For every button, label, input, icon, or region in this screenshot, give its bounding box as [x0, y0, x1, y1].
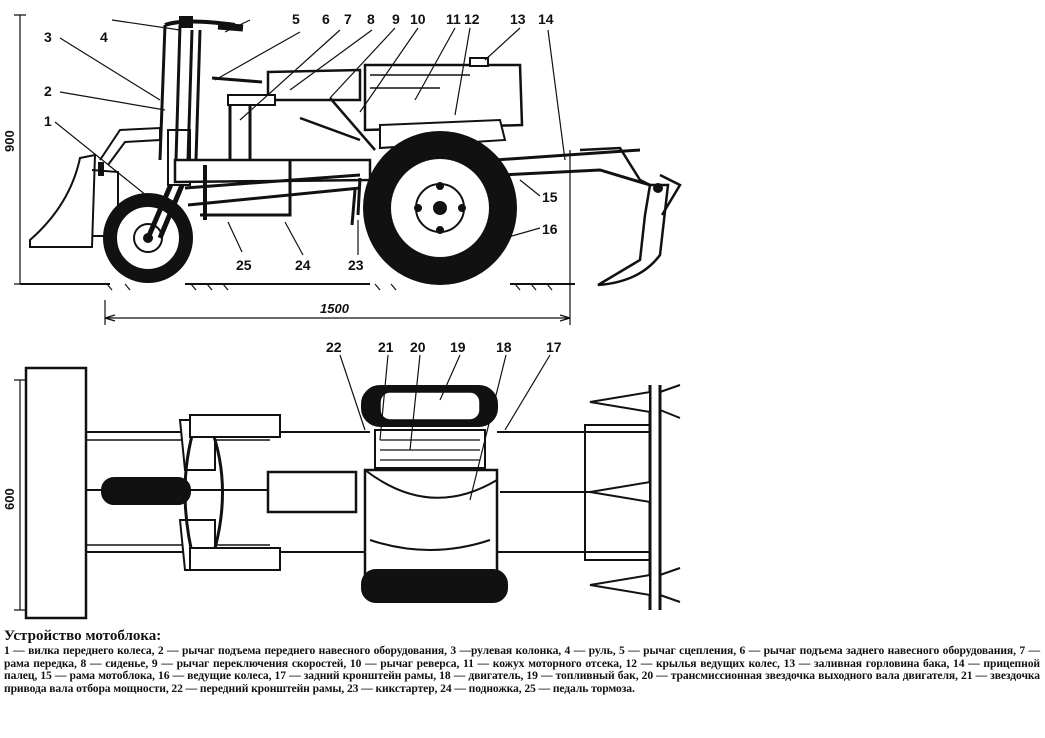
callout-15: 15 — [542, 189, 558, 205]
height-dimension — [14, 14, 26, 285]
callout-17: 17 — [546, 339, 562, 355]
length-dimension — [104, 150, 571, 325]
rear-hitch — [494, 148, 651, 187]
callout-11: 11 — [446, 11, 461, 27]
callout-1: 1 — [44, 113, 52, 129]
callout-12: 12 — [464, 11, 480, 27]
front-wheel-top — [101, 477, 191, 505]
callout-25: 25 — [236, 257, 252, 273]
width-dimension-label: 600 — [2, 488, 17, 510]
height-dimension-label: 900 — [2, 130, 17, 152]
rear-wheel-top — [361, 569, 508, 603]
engine-top — [363, 468, 499, 582]
callout-16: 16 — [542, 221, 558, 237]
callout-4: 4 — [100, 29, 108, 45]
callout-14: 14 — [538, 11, 554, 27]
side-view — [14, 14, 682, 325]
seat — [266, 68, 362, 102]
front-blade — [29, 153, 97, 248]
callout-24: 24 — [295, 257, 311, 273]
plough-share-top — [589, 390, 651, 597]
side-view-labels: 1 2 3 4 5 6 7 8 9 10 11 12 13 14 15 16 2… — [44, 11, 558, 273]
callout-19: 19 — [450, 339, 466, 355]
ground-hatch — [106, 283, 553, 291]
caption-title: Устройство мотоблока: — [4, 628, 162, 644]
caption-legend: 1 — вилка переднего колеса, 2 — рычаг по… — [4, 644, 1040, 695]
callout-13: 13 — [510, 11, 526, 27]
callout-21: 21 — [378, 339, 394, 355]
width-dimension — [14, 379, 26, 611]
engine-cover — [363, 63, 524, 132]
callout-23: 23 — [348, 257, 364, 273]
plough — [597, 183, 670, 287]
callout-10: 10 — [410, 11, 426, 27]
length-dimension-label: 1500 — [320, 301, 350, 316]
callout-8: 8 — [367, 11, 375, 27]
callout-3: 3 — [44, 29, 52, 45]
top-leader-lines — [339, 354, 551, 501]
leader-lines — [54, 19, 566, 256]
seat-top — [266, 470, 358, 514]
steering-column — [158, 24, 202, 161]
top-view — [14, 354, 681, 620]
top-view-labels: 22 21 20 19 18 17 — [326, 339, 562, 355]
callout-5: 5 — [292, 11, 300, 27]
callout-9: 9 — [392, 11, 400, 27]
callout-2: 2 — [44, 83, 52, 99]
callout-18: 18 — [496, 339, 512, 355]
figure-caption: Устройство мотоблока: 1 — вилка переднег… — [4, 628, 1040, 695]
callout-20: 20 — [410, 339, 426, 355]
callout-22: 22 — [326, 339, 342, 355]
callout-7: 7 — [344, 11, 352, 27]
callout-6: 6 — [322, 11, 330, 27]
front-blade-top — [24, 366, 88, 620]
